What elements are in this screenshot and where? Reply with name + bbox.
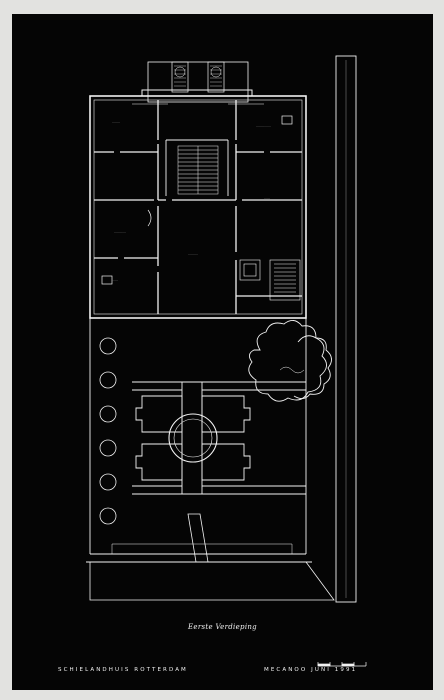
room-label-nw: ........ <box>112 121 121 124</box>
garden-boundary <box>86 317 335 601</box>
scale-bar <box>317 662 367 667</box>
drawing-sheet: ........ ............... ............ ..… <box>12 14 433 690</box>
large-tree <box>248 320 332 402</box>
room-label-ne: ............... <box>256 125 272 128</box>
formal-garden <box>132 381 306 563</box>
floor-plan-drawing <box>86 55 367 667</box>
drawing-caption: Eerste Verdieping <box>188 623 257 631</box>
drawing-title: SCHIELANDHUIS ROTTERDAM <box>58 667 188 673</box>
room-label-w: ............ <box>114 231 127 234</box>
grand-staircase <box>177 145 219 195</box>
architect-and-date: MECANOO JUNI 1991 <box>264 667 358 673</box>
room-label-c: .......... <box>188 253 199 256</box>
fireplaces <box>101 115 293 285</box>
service-stair <box>239 259 301 301</box>
interior-walls <box>94 100 302 314</box>
canal-edge <box>335 55 357 603</box>
room-label-e: ...... <box>264 197 271 200</box>
building-outline <box>89 89 307 319</box>
entrance-stair <box>147 61 249 103</box>
room-label-sw: ...... <box>112 279 119 282</box>
tree-row <box>99 337 117 525</box>
